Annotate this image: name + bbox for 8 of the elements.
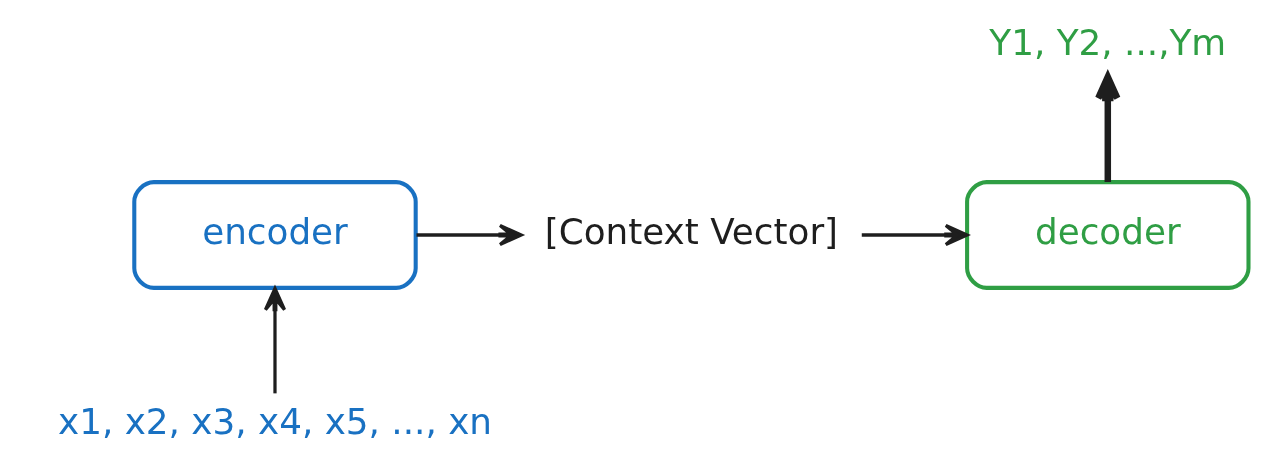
node-box: encoder — [131, 180, 418, 290]
node-box: decoder — [964, 180, 1251, 290]
arrow — [861, 223, 969, 247]
node-text: Y1, Y2, ...,Ym — [988, 21, 1226, 63]
node-text: x1, x2, x3, x4, x5, ..., xn — [57, 400, 492, 442]
arrow — [416, 223, 523, 247]
arrow — [263, 286, 286, 394]
node-text: [Context Vector] — [544, 211, 838, 253]
